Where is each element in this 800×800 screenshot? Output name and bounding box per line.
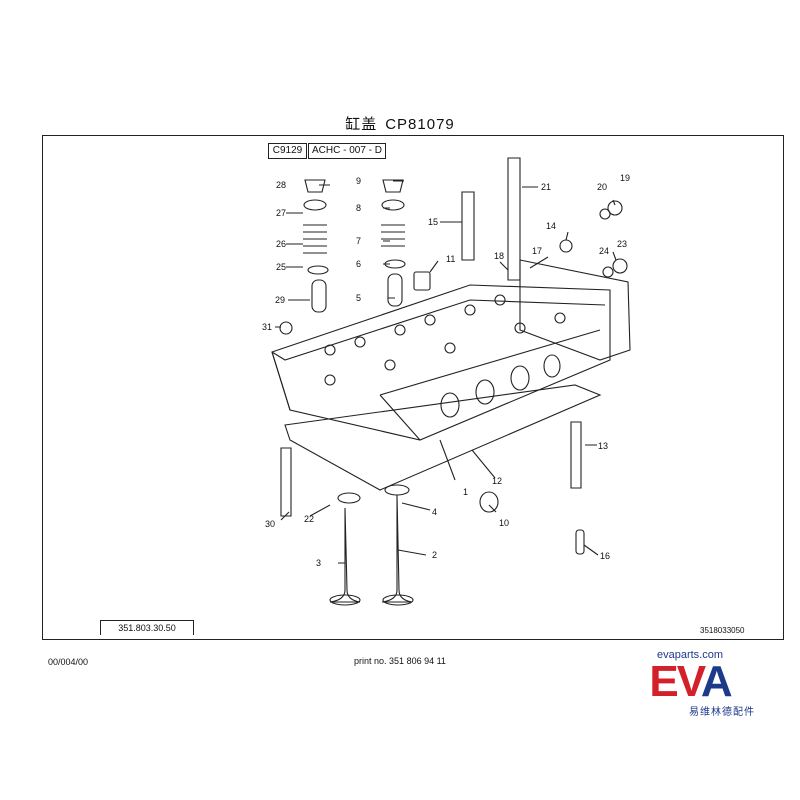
callout-11: 11 <box>446 254 455 264</box>
callout-23: 23 <box>617 239 627 249</box>
callout-17: 17 <box>532 246 542 256</box>
callout-5: 5 <box>356 293 361 303</box>
callout-28: 28 <box>276 180 286 190</box>
eva-logo: evaparts.com EVA 易维林德配件 <box>625 649 755 718</box>
reference-number: 3518033050 <box>700 626 745 635</box>
callout-21: 21 <box>541 182 551 192</box>
callout-10: 10 <box>499 518 509 528</box>
logo-chinese-name: 易维林德配件 <box>689 707 755 718</box>
head-gasket <box>284 384 602 491</box>
callout-12: 12 <box>492 476 502 486</box>
callout-6: 6 <box>356 259 361 269</box>
callout-31: 31 <box>262 322 272 332</box>
callout-25: 25 <box>276 262 286 272</box>
code-box-2: ACHC - 007 - D <box>308 143 386 159</box>
callout-1: 1 <box>463 487 468 497</box>
callout-30: 30 <box>265 519 275 529</box>
print-number: print no. 351 806 94 11 <box>354 656 446 666</box>
callout-29: 29 <box>275 295 285 305</box>
logo-mark: EVA <box>649 657 732 706</box>
logo-url: evaparts.com <box>656 649 724 661</box>
callout-19: 19 <box>620 173 630 183</box>
callout-4: 4 <box>432 507 437 517</box>
date-code: 00/004/00 <box>48 657 89 667</box>
callout-9: 9 <box>356 176 361 186</box>
callout-20: 20 <box>597 182 607 192</box>
callout-22: 22 <box>304 514 314 524</box>
callout-8: 8 <box>356 203 361 213</box>
callout-27: 27 <box>276 208 286 218</box>
callout-2: 2 <box>432 550 437 560</box>
code-box-1: C9129 <box>268 143 307 159</box>
callout-14: 14 <box>546 221 556 231</box>
callout-13: 13 <box>598 441 608 451</box>
side-cover <box>519 259 631 361</box>
callout-7: 7 <box>356 236 361 246</box>
callout-3: 3 <box>316 558 321 568</box>
diagram-frame <box>42 135 784 640</box>
callout-26: 26 <box>276 239 286 249</box>
callout-18: 18 <box>494 251 504 261</box>
callout-15: 15 <box>428 217 438 227</box>
part-number-box: 351.803.30.50 <box>100 620 194 635</box>
callout-24: 24 <box>599 246 609 256</box>
callout-16: 16 <box>600 551 610 561</box>
